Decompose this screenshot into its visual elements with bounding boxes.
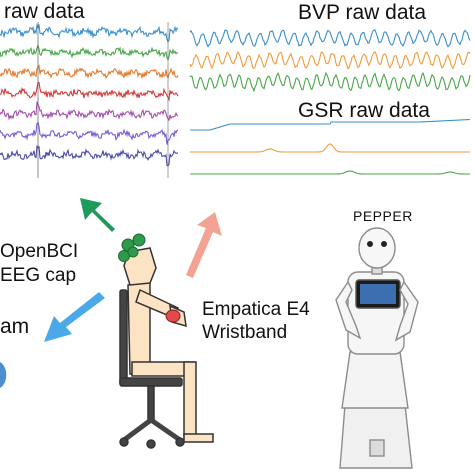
chair-wheel (146, 439, 156, 449)
pepper-robot (335, 227, 419, 469)
robot-right-arm (394, 280, 419, 342)
robot-left-arm (335, 280, 362, 340)
bvp-trace (189, 71, 471, 93)
robot-head (358, 227, 396, 269)
camera-arrow-icon (44, 292, 105, 342)
bvp-raw-data-title: BVP raw data (298, 1, 427, 24)
eeg-cap-label: EEG cap (0, 265, 77, 286)
seated-person (119, 247, 214, 449)
robot-tablet-screen (360, 284, 396, 304)
eeg-arrow-icon (80, 198, 115, 232)
robot-base (339, 404, 413, 469)
eeg-trace (0, 23, 179, 43)
gsr-trace (190, 170, 470, 175)
eeg-cap-icon (118, 233, 146, 262)
chair-seat (119, 377, 183, 387)
camera-label: am (0, 315, 30, 338)
bvp-trace (189, 50, 471, 70)
gsr-raw-data-traces (190, 118, 471, 175)
eeg-trace (0, 43, 179, 61)
wristband-arrow-icon (186, 212, 222, 278)
eeg-trace (0, 144, 179, 167)
wristband-icon (165, 309, 181, 323)
person-foot (183, 433, 214, 443)
eeg-trace (0, 121, 179, 145)
openbci-label: OpenBCI (0, 241, 79, 262)
eeg-trace (0, 101, 179, 122)
gsr-trace (190, 143, 470, 153)
robot-hip (341, 351, 409, 409)
camera-icon (0, 362, 7, 388)
chair-back (119, 289, 128, 386)
chair-base (122, 416, 182, 443)
empatica-label: Empatica E4 (202, 299, 310, 320)
robot-base-panel (369, 439, 385, 457)
bvp-raw-data-traces (189, 29, 471, 93)
chair-wheel (175, 437, 185, 447)
chair-wheel (119, 437, 129, 447)
wristband-label: Wristband (202, 322, 288, 343)
bvp-trace (189, 29, 471, 48)
robot-eye-left (367, 241, 373, 247)
eeg-raw-data-traces (0, 23, 179, 167)
robot-eye-right (381, 241, 387, 247)
pepper-label: PEPPER (353, 208, 413, 224)
person-lower-leg (183, 361, 197, 437)
gsr-raw-data-title: GSR raw data (298, 99, 430, 122)
eeg-trace (0, 81, 179, 102)
chair-post (147, 385, 155, 423)
eeg-raw-data-title: raw data (4, 0, 85, 23)
eeg-trace (0, 63, 179, 80)
gsr-trace (190, 118, 471, 131)
